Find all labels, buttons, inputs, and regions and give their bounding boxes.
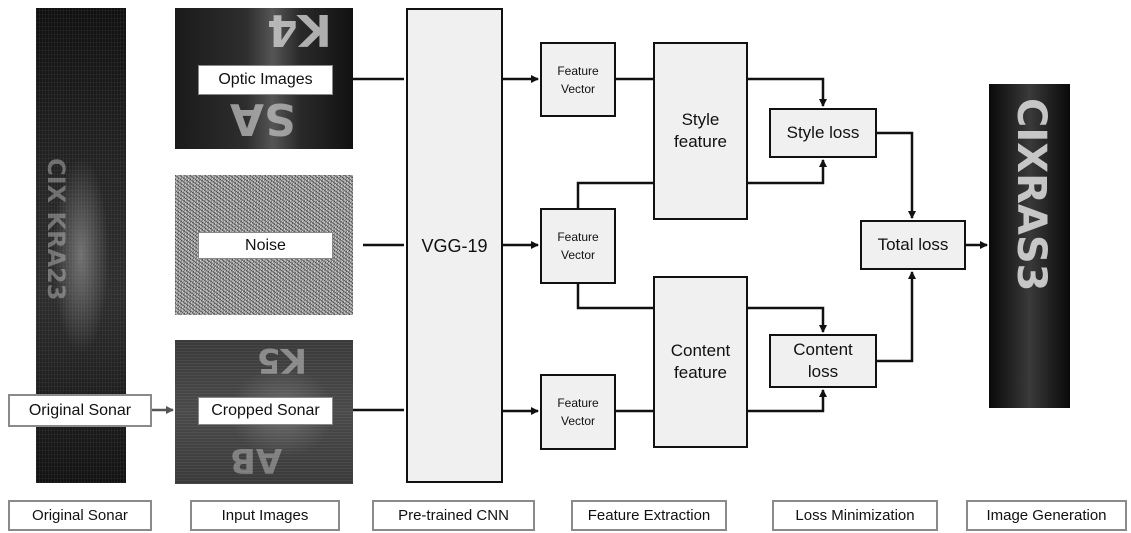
arrow-fv-middle-to-content [576, 284, 653, 310]
stage-pre-trained-cnn: Pre-trained CNN [372, 500, 535, 531]
total-loss-block: Total loss [860, 220, 966, 270]
stage-loss-minimization: Loss Minimization [772, 500, 938, 531]
style-loss-label: Style loss [786, 123, 860, 142]
style-loss-block: Style loss [769, 108, 877, 158]
arrow-fv-middle-to-style-loss [748, 159, 827, 185]
cropped-sonar-label: Cropped Sonar [198, 397, 333, 425]
feature-vector-top-label: Feature Vector [557, 63, 599, 96]
content-loss-block: Content loss [769, 334, 877, 388]
arrow-content-loss-to-total [877, 271, 916, 363]
style-feature-block: Style feature [653, 42, 748, 220]
generated-image: CIXRAS3 [989, 84, 1070, 408]
total-loss-label: Total loss [877, 235, 949, 254]
content-feature-block: Content feature [653, 276, 748, 448]
feature-vector-bottom-label: Feature Vector [557, 396, 599, 428]
stage-image-generation: Image Generation [966, 500, 1127, 531]
arrow-content-to-content-loss [748, 389, 827, 413]
stage-feature-extraction: Feature Extraction [571, 500, 727, 531]
feature-vector-bottom: Feature Vector [540, 374, 616, 450]
arrow-style-loss-to-total [877, 131, 916, 219]
feature-vector-middle-label: Feature Vector [557, 230, 599, 262]
optic-images-label: Optic Images [198, 65, 333, 95]
stage-original-sonar: Original Sonar [8, 500, 152, 531]
arrow-fv-middle-to-style [576, 181, 653, 208]
feature-vector-top: Feature Vector [540, 42, 616, 117]
arrow-fv-middle-to-content-loss [748, 306, 827, 333]
feature-vector-middle: Feature Vector [540, 208, 616, 284]
arrow-style-to-style-loss-top [748, 77, 827, 107]
original-sonar-label: Original Sonar [8, 394, 152, 427]
stage-input-images: Input Images [190, 500, 340, 531]
style-feature-label: Style feature [674, 110, 727, 151]
content-loss-label: Content loss [793, 340, 853, 381]
content-feature-label: Content feature [670, 341, 731, 382]
noise-label: Noise [198, 232, 333, 259]
vgg19-block: VGG-19 [406, 8, 503, 483]
vgg19-label: VGG-19 [421, 235, 488, 256]
